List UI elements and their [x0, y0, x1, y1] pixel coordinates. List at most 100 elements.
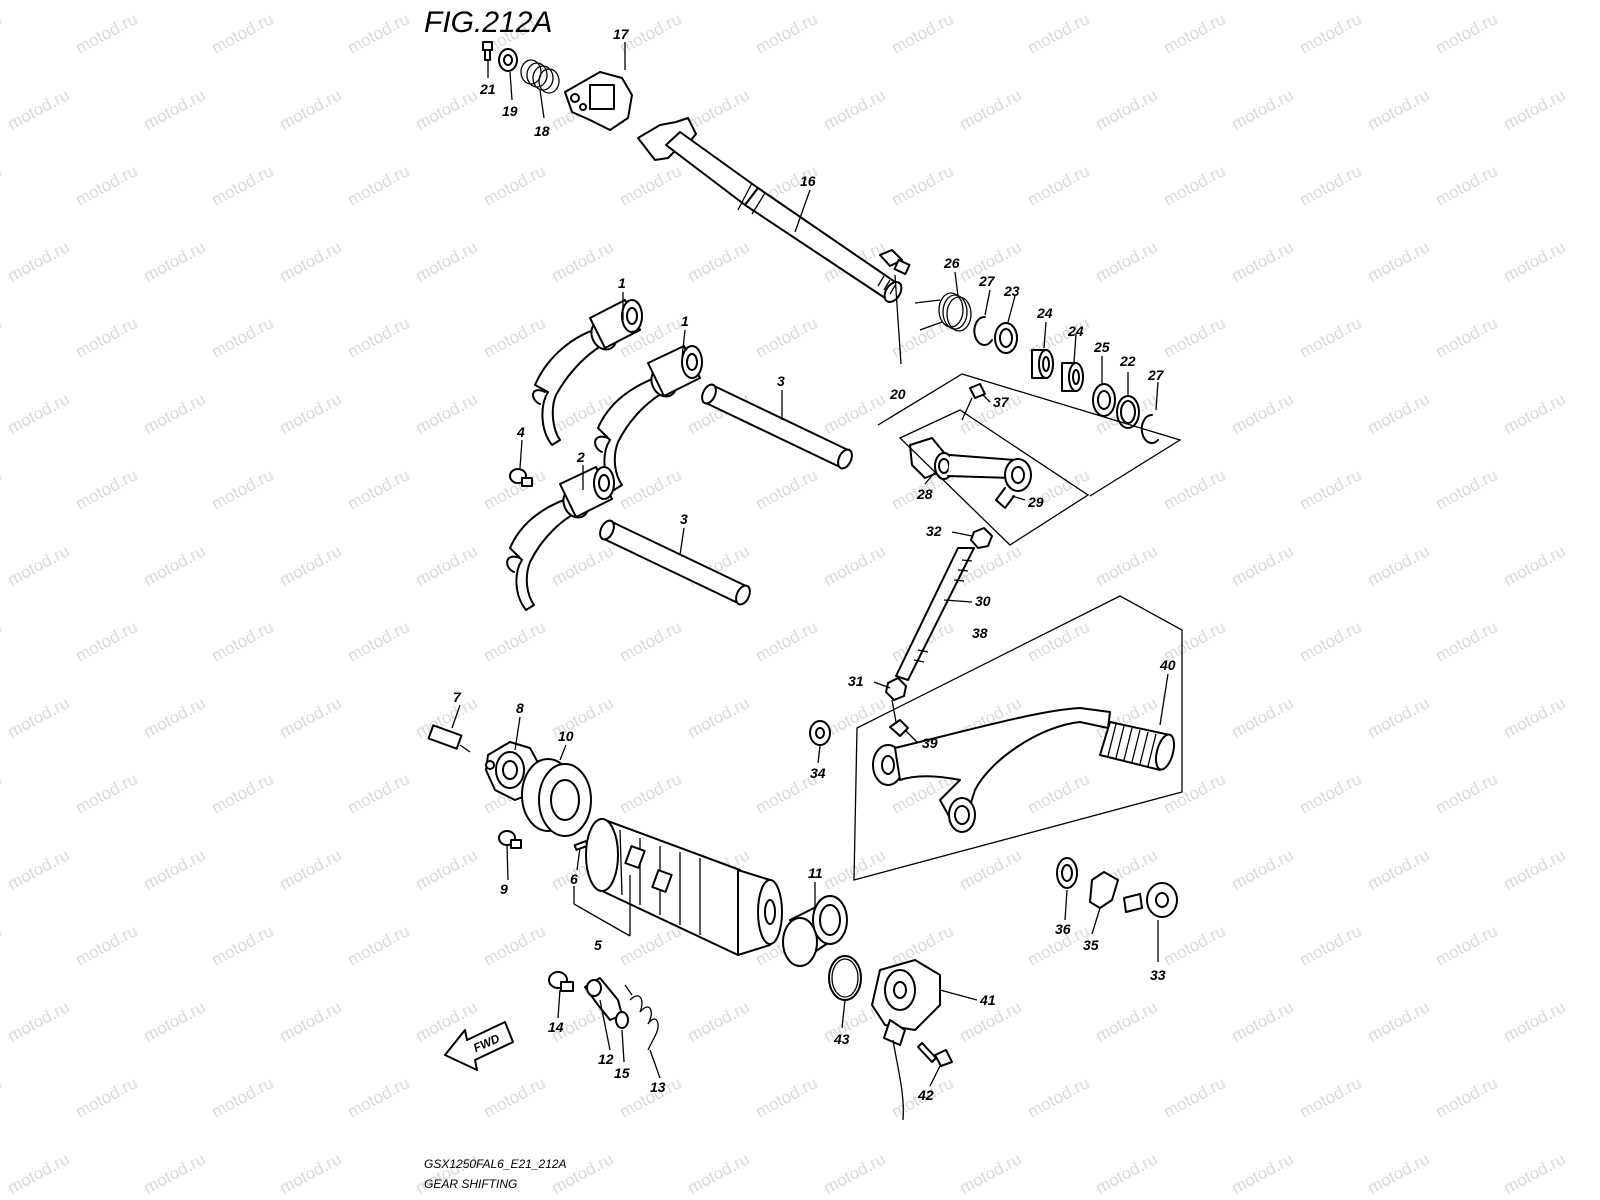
watermark-text: motod.ru: [480, 313, 548, 361]
callout-21: 21: [479, 81, 496, 97]
callout-1-a: 1: [618, 275, 626, 291]
watermark-text: motod.ru: [1364, 693, 1432, 741]
callout-38: 38: [972, 625, 988, 641]
part-11-needle-bearing: [782, 895, 848, 967]
watermark-text: motod.ru: [0, 465, 5, 513]
watermark-text: motod.ru: [0, 161, 5, 209]
watermark-layer: motod.ru motod.ru motod.ru motod.ru motod.ru…: [0, 9, 1569, 1197]
callout-5: 5: [594, 937, 602, 953]
watermark-text: motod.ru: [1092, 237, 1160, 285]
watermark-text: motod.ru: [480, 1073, 548, 1121]
part-4-bolt: [509, 468, 533, 487]
leader-lines: [451, 42, 1169, 1087]
part-40-gearshift-lever: [872, 707, 1176, 833]
watermark-text: motod.ru: [1228, 845, 1296, 893]
part-17-shift-plate: [564, 71, 633, 131]
watermark-text: motod.ru: [208, 921, 276, 969]
watermark-text: motod.ru: [276, 1149, 344, 1197]
watermark-text: motod.ru: [72, 921, 140, 969]
watermark-text: motod.ru: [1228, 693, 1296, 741]
callout-24-a: 24: [1036, 305, 1053, 321]
part-9-bolt: [498, 830, 522, 849]
watermark-text: motod.ru: [752, 313, 820, 361]
watermark-text: motod.ru: [1500, 541, 1568, 589]
watermark-text: motod.ru: [1228, 389, 1296, 437]
part-19-washer: [498, 48, 518, 72]
figure-title: FIG.212A: [424, 6, 552, 39]
callout-17: 17: [613, 26, 630, 42]
watermark-text: motod.ru: [1024, 9, 1092, 57]
watermark-text: motod.ru: [276, 237, 344, 285]
watermark-text: motod.ru: [1364, 237, 1432, 285]
watermark-text: motod.ru: [140, 1149, 208, 1197]
watermark-text: motod.ru: [956, 845, 1024, 893]
callout-14: 14: [548, 1019, 564, 1035]
watermark-text: motod.ru: [140, 693, 208, 741]
callout-7: 7: [453, 689, 462, 705]
callout-33: 33: [1150, 967, 1166, 983]
watermark-text: motod.ru: [412, 85, 480, 133]
watermark-text: motod.ru: [1432, 1073, 1500, 1121]
callout-22: 22: [1119, 353, 1136, 369]
watermark-text: motod.ru: [684, 997, 752, 1045]
callout-29: 29: [1027, 494, 1044, 510]
watermark-text: motod.ru: [1092, 1149, 1160, 1197]
watermark-text: motod.ru: [888, 921, 956, 969]
watermark-text: motod.ru: [888, 161, 956, 209]
callout-2: 2: [576, 449, 585, 465]
callout-32: 32: [926, 523, 942, 539]
part-33-bolt: [1123, 882, 1178, 918]
callout-3-lower: 3: [680, 511, 688, 527]
watermark-text: motod.ru: [0, 769, 5, 817]
watermark-text: motod.ru: [1296, 161, 1364, 209]
watermark-text: motod.ru: [1500, 845, 1568, 893]
watermark-text: motod.ru: [276, 389, 344, 437]
callout-34: 34: [810, 765, 826, 781]
part-29-rod-end: [995, 458, 1032, 509]
callout-23: 23: [1003, 283, 1020, 299]
watermark-text: motod.ru: [1160, 921, 1228, 969]
watermark-text: motod.ru: [4, 997, 72, 1045]
watermark-text: motod.ru: [0, 313, 5, 361]
callout-36: 36: [1055, 921, 1071, 937]
part-10-bearing: [521, 758, 592, 837]
callout-43: 43: [833, 1031, 850, 1047]
part-2-shift-fork: [506, 466, 615, 611]
watermark-text: motod.ru: [548, 237, 616, 285]
watermark-text: motod.ru: [344, 617, 412, 665]
watermark-text: motod.ru: [344, 313, 412, 361]
watermark-text: motod.ru: [752, 617, 820, 665]
watermark-text: motod.ru: [72, 161, 140, 209]
watermark-text: motod.ru: [344, 921, 412, 969]
watermark-text: motod.ru: [480, 161, 548, 209]
callout-40: 40: [1159, 657, 1176, 673]
watermark-text: motod.ru: [1364, 997, 1432, 1045]
watermark-text: motod.ru: [1296, 617, 1364, 665]
watermark-text: motod.ru: [208, 161, 276, 209]
callout-18: 18: [534, 123, 550, 139]
watermark-text: motod.ru: [1364, 85, 1432, 133]
watermark-text: motod.ru: [1432, 617, 1500, 665]
part-42-bolt: [917, 1042, 953, 1067]
watermark-text: motod.ru: [208, 313, 276, 361]
callout-11: 11: [808, 865, 823, 881]
fwd-arrow-icon: FWD: [444, 1021, 514, 1071]
watermark-text: motod.ru: [1296, 465, 1364, 513]
part-21-bolt: [482, 41, 493, 61]
watermark-text: motod.ru: [820, 541, 888, 589]
callout-6: 6: [570, 871, 578, 887]
watermark-text: motod.ru: [820, 389, 888, 437]
watermark-text: motod.ru: [1092, 997, 1160, 1045]
watermark-text: motod.ru: [276, 85, 344, 133]
watermark-text: motod.ru: [1500, 237, 1568, 285]
watermark-text: motod.ru: [1228, 541, 1296, 589]
watermark-text: motod.ru: [412, 237, 480, 285]
watermark-text: motod.ru: [820, 85, 888, 133]
watermark-text: motod.ru: [1500, 389, 1568, 437]
callout-26: 26: [943, 255, 960, 271]
watermark-text: motod.ru: [684, 1149, 752, 1197]
part-1-shift-fork-a: [532, 299, 643, 446]
callout-10: 10: [558, 728, 574, 744]
watermark-text: motod.ru: [72, 617, 140, 665]
watermark-text: motod.ru: [1228, 237, 1296, 285]
